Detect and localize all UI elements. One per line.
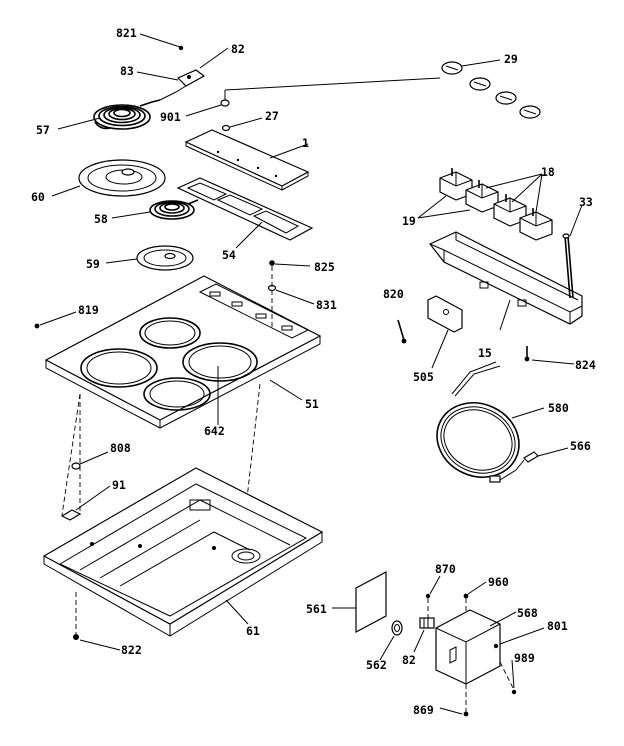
label-801: 801 bbox=[547, 619, 568, 633]
screw-989 bbox=[511, 689, 517, 695]
label-568: 568 bbox=[517, 606, 538, 620]
terminal-bracket-83 bbox=[159, 69, 206, 101]
screw-820 bbox=[397, 319, 407, 344]
screw-821 bbox=[139, 33, 184, 51]
label-33: 33 bbox=[579, 195, 593, 209]
drip-pan-59 bbox=[136, 245, 194, 271]
label-566: 566 bbox=[570, 439, 591, 453]
label-60: 60 bbox=[31, 190, 45, 204]
label-561: 561 bbox=[306, 602, 327, 616]
label-27: 27 bbox=[265, 109, 279, 123]
control-housing-15 bbox=[429, 231, 583, 325]
label-83: 83 bbox=[120, 64, 134, 78]
label-819: 819 bbox=[78, 303, 99, 317]
label-824: 824 bbox=[575, 358, 596, 372]
drip-pan-60 bbox=[78, 159, 166, 197]
label-869: 869 bbox=[413, 703, 434, 717]
label-58: 58 bbox=[94, 212, 108, 226]
label-808: 808 bbox=[110, 441, 131, 455]
label-820: 820 bbox=[383, 287, 404, 301]
terminal-block-82 bbox=[419, 617, 435, 629]
label-562: 562 bbox=[366, 658, 387, 672]
trim-frame-54 bbox=[176, 177, 314, 241]
label-1: 1 bbox=[302, 136, 309, 150]
label-15: 15 bbox=[478, 346, 492, 360]
surface-element-57 bbox=[93, 99, 161, 130]
label-19: 19 bbox=[402, 214, 416, 228]
clip-91 bbox=[60, 509, 82, 521]
label-831: 831 bbox=[316, 298, 337, 312]
label-61: 61 bbox=[246, 624, 260, 638]
label-82-lower: 82 bbox=[402, 653, 416, 667]
label-821: 821 bbox=[116, 26, 137, 40]
rod-33 bbox=[562, 233, 574, 299]
screw-901 bbox=[220, 99, 230, 107]
label-960: 960 bbox=[488, 575, 509, 589]
screw-819 bbox=[34, 323, 40, 329]
terminal-box-568 bbox=[435, 609, 501, 685]
label-642: 642 bbox=[204, 424, 225, 438]
label-505: 505 bbox=[413, 370, 434, 384]
clip-27 bbox=[221, 124, 231, 132]
infinite-switches-18-19 bbox=[439, 168, 553, 241]
grommet-562 bbox=[391, 620, 403, 636]
label-870: 870 bbox=[435, 562, 456, 576]
label-580: 580 bbox=[548, 401, 569, 415]
wiring-harness-580 bbox=[436, 361, 525, 483]
surface-element-58 bbox=[149, 199, 199, 220]
screw-822 bbox=[73, 634, 79, 640]
label-91: 91 bbox=[112, 478, 126, 492]
label-29: 29 bbox=[504, 52, 518, 66]
label-822: 822 bbox=[121, 643, 142, 657]
label-82: 82 bbox=[231, 42, 245, 56]
nut-808 bbox=[71, 462, 81, 470]
screw-960 bbox=[463, 593, 469, 599]
screw-824 bbox=[524, 346, 530, 362]
label-901: 901 bbox=[160, 110, 181, 124]
bracket-505 bbox=[427, 295, 463, 333]
bottom-pan-61 bbox=[42, 467, 324, 637]
label-54: 54 bbox=[222, 248, 236, 262]
wire-clip-566 bbox=[523, 451, 539, 463]
label-51: 51 bbox=[305, 397, 319, 411]
screw-869 bbox=[463, 711, 469, 717]
cover-plate-561 bbox=[355, 571, 387, 633]
label-18: 18 bbox=[541, 165, 555, 179]
knobs-29 bbox=[441, 61, 541, 119]
label-825: 825 bbox=[314, 260, 335, 274]
screw-825 bbox=[269, 260, 275, 266]
label-989: 989 bbox=[514, 651, 535, 665]
screw-870 bbox=[425, 593, 431, 599]
label-57: 57 bbox=[36, 123, 50, 137]
label-59: 59 bbox=[86, 257, 100, 271]
control-panel-1 bbox=[184, 129, 310, 191]
cooktop-51 bbox=[44, 275, 322, 429]
screw-801 bbox=[493, 643, 499, 649]
